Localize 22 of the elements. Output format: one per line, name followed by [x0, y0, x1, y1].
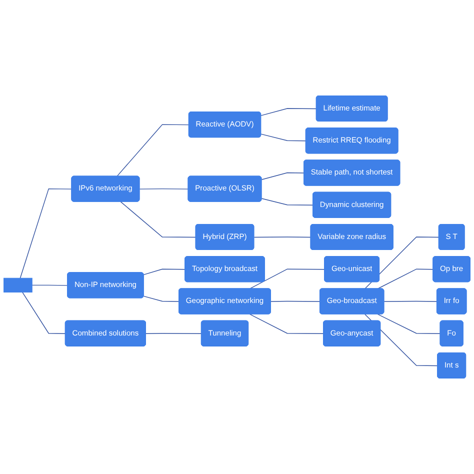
connector [116, 124, 190, 177]
connector [377, 314, 441, 334]
connector [143, 296, 180, 302]
connector [146, 333, 202, 334]
connector [143, 268, 186, 275]
connector [384, 300, 438, 302]
node-box [4, 278, 32, 292]
connector [260, 134, 306, 142]
connector [260, 108, 317, 116]
connector [20, 188, 72, 278]
connector [261, 172, 304, 180]
connector [270, 300, 320, 302]
connector [249, 314, 324, 334]
connector [364, 236, 440, 290]
connector [32, 284, 68, 286]
connector [261, 198, 314, 206]
connector [22, 292, 66, 334]
connector [139, 188, 189, 190]
connector [249, 268, 325, 290]
connector [120, 201, 196, 238]
connector [377, 268, 434, 290]
connector [254, 236, 312, 238]
